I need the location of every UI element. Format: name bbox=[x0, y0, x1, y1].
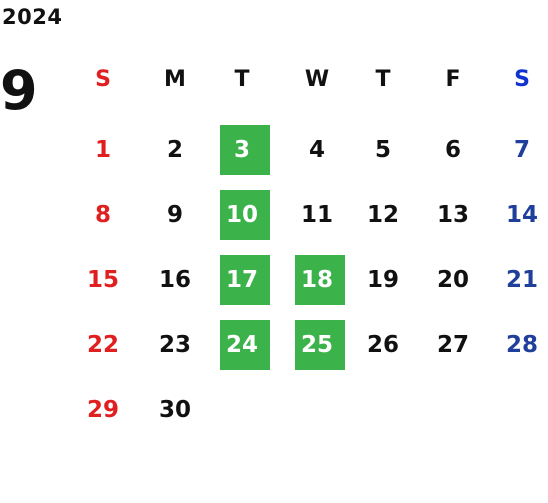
calendar-day-10[interactable]: 10 bbox=[207, 190, 277, 240]
calendar-year: 2024 bbox=[2, 5, 63, 29]
calendar-day-number: 17 bbox=[225, 267, 258, 293]
calendar-day-number: 4 bbox=[308, 137, 325, 163]
calendar-day-16[interactable]: 16 bbox=[140, 255, 210, 305]
weekday-wednesday: W bbox=[304, 67, 330, 92]
calendar-day-number: 9 bbox=[166, 202, 183, 228]
calendar-day-28[interactable]: 28 bbox=[487, 320, 548, 370]
calendar-day-23[interactable]: 23 bbox=[140, 320, 210, 370]
calendar-day-4[interactable]: 4 bbox=[282, 125, 352, 175]
calendar-day-number: 29 bbox=[86, 397, 119, 423]
calendar-day-number: 23 bbox=[158, 332, 191, 358]
calendar-day-30[interactable]: 30 bbox=[140, 385, 210, 435]
calendar-day-number: 8 bbox=[94, 202, 111, 228]
highlight-marker bbox=[220, 255, 270, 305]
weekday-thursday: T bbox=[375, 67, 391, 92]
calendar-day-18[interactable]: 18 bbox=[282, 255, 352, 305]
calendar-day-14[interactable]: 14 bbox=[487, 190, 548, 240]
calendar-day-29[interactable]: 29 bbox=[68, 385, 138, 435]
calendar-day-22[interactable]: 22 bbox=[68, 320, 138, 370]
calendar-day-1[interactable]: 1 bbox=[68, 125, 138, 175]
weekday-saturday: S bbox=[514, 67, 530, 92]
calendar-day-number: 7 bbox=[513, 137, 530, 163]
calendar-day-number: 15 bbox=[86, 267, 119, 293]
calendar-day-17[interactable]: 17 bbox=[207, 255, 277, 305]
calendar-day-5[interactable]: 5 bbox=[348, 125, 418, 175]
calendar-day-number: 10 bbox=[225, 202, 258, 228]
calendar-day-6[interactable]: 6 bbox=[418, 125, 488, 175]
calendar-day-number: 13 bbox=[436, 202, 469, 228]
calendar-day-number: 19 bbox=[366, 267, 399, 293]
calendar-day-2[interactable]: 2 bbox=[140, 125, 210, 175]
highlight-marker bbox=[295, 255, 345, 305]
weekday-monday: M bbox=[164, 67, 186, 92]
calendar-day-20[interactable]: 20 bbox=[418, 255, 488, 305]
calendar-day-24[interactable]: 24 bbox=[207, 320, 277, 370]
calendar-day-15[interactable]: 15 bbox=[68, 255, 138, 305]
calendar-day-number: 22 bbox=[86, 332, 119, 358]
weekday-friday: F bbox=[445, 67, 461, 92]
calendar-day-number: 12 bbox=[366, 202, 399, 228]
highlight-marker bbox=[295, 320, 345, 370]
calendar-month: 9 bbox=[0, 59, 38, 122]
calendar-day-25[interactable]: 25 bbox=[282, 320, 352, 370]
calendar-day-number: 1 bbox=[94, 137, 111, 163]
calendar-day-number: 3 bbox=[233, 137, 250, 163]
calendar-day-21[interactable]: 21 bbox=[487, 255, 548, 305]
calendar-day-number: 6 bbox=[444, 137, 461, 163]
calendar-day-number: 2 bbox=[166, 137, 183, 163]
calendar-day-number: 5 bbox=[374, 137, 391, 163]
calendar-day-number: 25 bbox=[300, 332, 333, 358]
calendar-day-number: 21 bbox=[505, 267, 538, 293]
highlight-marker bbox=[220, 125, 270, 175]
calendar-day-27[interactable]: 27 bbox=[418, 320, 488, 370]
highlight-marker bbox=[220, 190, 270, 240]
weekday-sunday: S bbox=[95, 67, 111, 92]
calendar-day-9[interactable]: 9 bbox=[140, 190, 210, 240]
calendar-day-26[interactable]: 26 bbox=[348, 320, 418, 370]
calendar-day-12[interactable]: 12 bbox=[348, 190, 418, 240]
calendar-day-8[interactable]: 8 bbox=[68, 190, 138, 240]
calendar-day-number: 28 bbox=[505, 332, 538, 358]
calendar-day-number: 24 bbox=[225, 332, 258, 358]
calendar-day-number: 16 bbox=[158, 267, 191, 293]
calendar-day-3[interactable]: 3 bbox=[207, 125, 277, 175]
calendar-day-number: 30 bbox=[158, 397, 191, 423]
calendar-day-number: 20 bbox=[436, 267, 469, 293]
calendar-day-19[interactable]: 19 bbox=[348, 255, 418, 305]
calendar-day-number: 27 bbox=[436, 332, 469, 358]
calendar-day-13[interactable]: 13 bbox=[418, 190, 488, 240]
calendar-day-11[interactable]: 11 bbox=[282, 190, 352, 240]
calendar-day-number: 14 bbox=[505, 202, 538, 228]
highlight-marker bbox=[220, 320, 270, 370]
weekday-tuesday: T bbox=[234, 67, 250, 92]
calendar-day-7[interactable]: 7 bbox=[487, 125, 548, 175]
calendar-day-number: 11 bbox=[300, 202, 333, 228]
calendar-day-number: 26 bbox=[366, 332, 399, 358]
calendar-day-number: 18 bbox=[300, 267, 333, 293]
